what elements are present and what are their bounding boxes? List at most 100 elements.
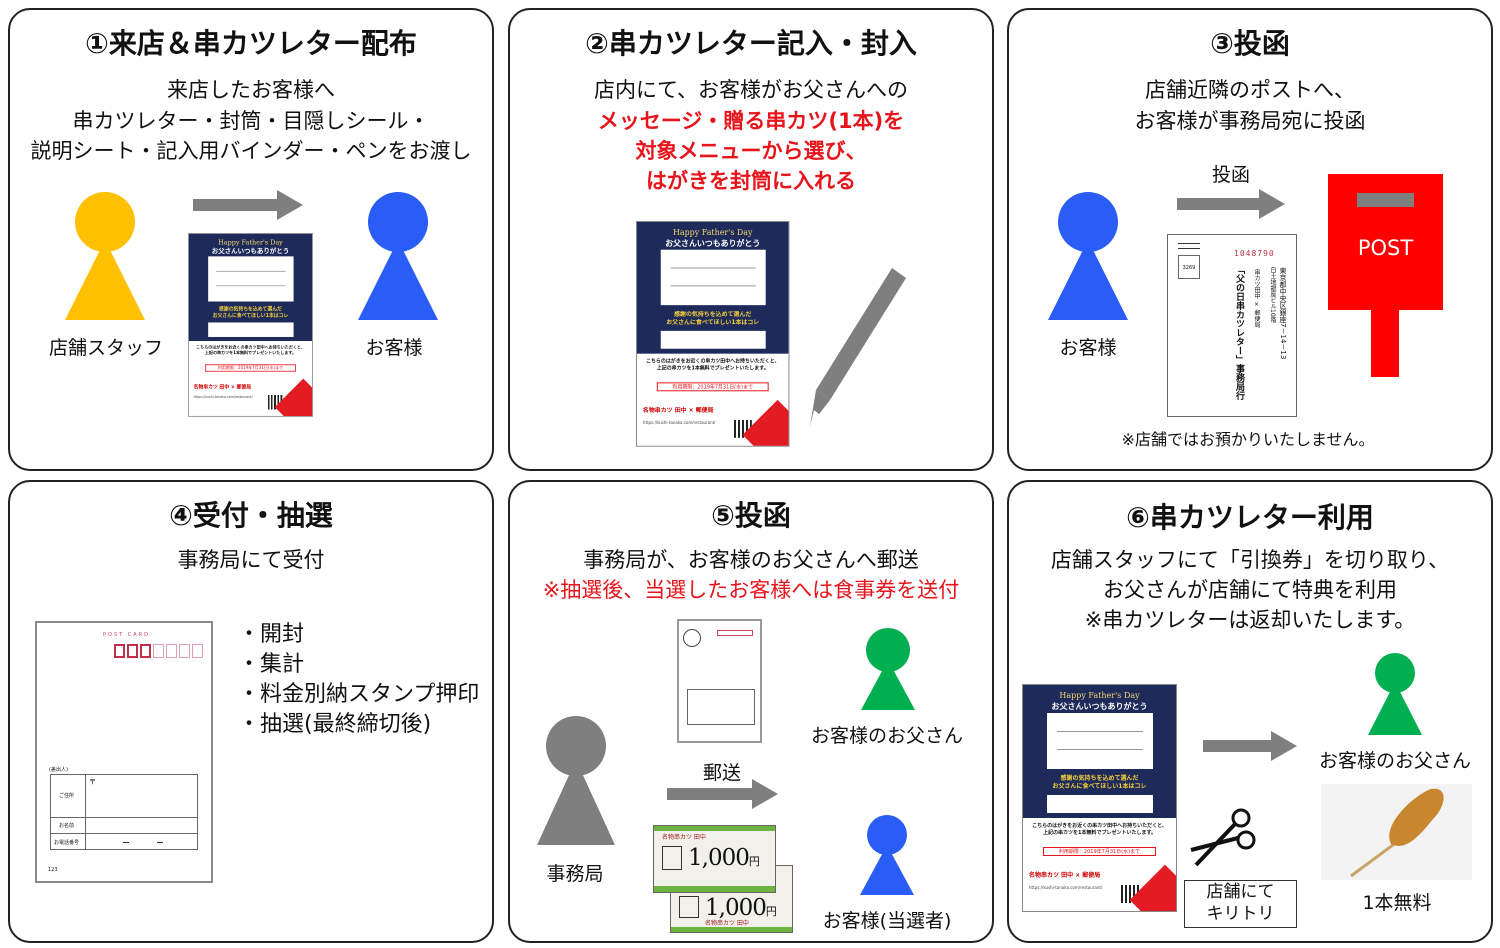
card-logos: 名物串カツ 田中 × 郵便局	[642, 407, 714, 415]
card-description: こちらのはがきをお近くの串カツ田中へお持ちいただくと、上記の串カツを1本無料でプ…	[645, 358, 780, 372]
step5-title: ⑤投函	[711, 499, 791, 532]
step1-title: ①来店＆串カツレター配布	[85, 27, 417, 60]
card-deadline: 利用期限：2019年7月31日(水)まで	[1043, 847, 1156, 856]
name-label: お名前	[59, 823, 75, 829]
card-description: こちらのはがきをお近くの串カツ田中へお持ちいただくと、上記の串カツを1本無料でプ…	[1032, 823, 1167, 836]
zip-box	[127, 644, 138, 658]
card-thanks: お父さんいつもありがとう	[665, 238, 761, 248]
step2-red-text: はがきを封筒に入れる	[646, 169, 856, 193]
step1-text: 串カツレター・封筒・目隠しシール・	[72, 109, 430, 133]
arrow-icon	[1177, 189, 1285, 219]
menu-field	[208, 322, 294, 337]
step1-panel: ①来店＆串カツレター配布 来店したお客様へ 串カツレター・封筒・目隠しシール・ …	[8, 8, 494, 471]
envelope: 3269 1048790 東京都中央区銀座7－14－13 日土地銀座ビル10階 …	[1167, 234, 1297, 417]
step3-note: ※店舗ではお預かりいたしません。	[1121, 430, 1375, 449]
voucher-brand: 名物串カツ 田中	[705, 920, 749, 927]
card-title: Happy Father's Day	[1059, 691, 1140, 700]
step3-text: 店舗近隣のポストへ、	[1145, 78, 1355, 102]
arrow-icon	[193, 190, 303, 220]
postbox-label: POST	[1357, 236, 1414, 260]
step5-red-text: ※抽選後、当選したお客様へは食事券を送付	[542, 578, 960, 602]
step1-text: 来店したお客様へ	[167, 78, 335, 102]
step2-red-text: メッセージ・贈る串カツ(1本)を	[597, 109, 905, 133]
step6-panel: ⑥串カツレター利用 店舗スタッフにて「引換券」を切り取り、 お父さんが店舗にて特…	[1007, 480, 1493, 943]
letter-card: Happy Father's Day お父さんいつもありがとう 感謝の気持ちを込…	[636, 221, 790, 447]
postcard-header: POST CARD	[103, 632, 151, 638]
voucher-amount: 1,000円	[688, 845, 760, 871]
kushikatsu-photo	[1321, 784, 1472, 880]
customer-label: お客様	[365, 337, 423, 359]
phone-label: お電話番号	[54, 840, 80, 846]
card-deadline: 利用期限：2019年7月31日(水)まで	[656, 382, 769, 392]
pen-icon	[810, 268, 906, 426]
person-body	[1368, 682, 1422, 735]
zip-boxes	[114, 644, 203, 658]
zip-box	[179, 644, 190, 658]
zip-box	[114, 644, 125, 658]
message-box	[1047, 713, 1153, 769]
card-prompt: 感謝の気持ちを込めて選んだお父さんに食べてほしい1本はコレ	[666, 311, 760, 326]
menu-field	[1047, 795, 1153, 813]
cut-note-line: キリトリ	[1206, 904, 1275, 924]
zip-box	[192, 644, 203, 658]
zip-box	[140, 644, 151, 658]
mail-arrow-label: 郵送	[702, 762, 742, 784]
cut-note-line: 店舗にて	[1206, 882, 1275, 902]
bullet-item: ・料金別納スタンプ押印	[238, 682, 480, 707]
card-logos: 名物串カツ 田中 × 郵便局	[1029, 872, 1101, 879]
postbox-icon: POST	[1328, 174, 1443, 310]
card-prompt: 感謝の気持ちを込めて選んだお父さんに食べてほしい1本はコレ	[1052, 775, 1147, 790]
free-label: 1本無料	[1362, 892, 1432, 914]
bullet-item: ・抽選(最終締切後)	[238, 712, 432, 737]
recipient: 串カツ田中 × 郵便局	[1253, 269, 1260, 328]
return-postcard: POST CARD (差出人) ご住所 お名前 お電話番号 〒 123	[35, 621, 213, 883]
building: 日土地銀座ビル10階	[1269, 267, 1276, 323]
card-logos: 名物串カツ 田中 × 郵便局	[193, 384, 252, 391]
bullet-item: ・開封	[238, 622, 305, 647]
step1-text: 説明シート・記入用バインダー・ペンをお渡し	[30, 139, 472, 163]
step3-text: お客様が事務局宛に投函	[1134, 109, 1366, 133]
step4-title: ④受付・抽選	[169, 499, 333, 532]
step4-text: 事務局にて受付	[177, 548, 325, 572]
person-body	[358, 240, 438, 320]
postcard-number: 123	[48, 867, 58, 873]
meal-voucher: 名物串カツ 田中 1,000円	[653, 825, 776, 893]
post-arrow-label: 投函	[1211, 164, 1251, 186]
father-label: お客様のお父さん	[810, 725, 964, 747]
step3-panel: ③投函 店舗近隣のポストへ、 お客様が事務局宛に投函	[1007, 8, 1493, 471]
step2-red-text: 対象メニューから選び、	[635, 139, 867, 163]
zip-box	[153, 644, 164, 658]
card-thanks: お父さんいつもありがとう	[1051, 702, 1148, 711]
postbox-stand	[1371, 310, 1399, 377]
recipient-office: 「父の日串カツレター」事務局行	[1234, 265, 1244, 400]
person-body	[537, 760, 615, 845]
card-title: Happy Father's Day	[218, 238, 283, 246]
arrow-icon	[667, 779, 778, 809]
zip-box	[166, 644, 177, 658]
step2-text: 店内にて、お客様がお父さんへの	[594, 78, 908, 102]
message-box	[208, 256, 294, 302]
scissors-icon	[1190, 808, 1256, 867]
staff-label: 店舗スタッフ	[48, 337, 164, 359]
arrow-icon	[1203, 731, 1297, 761]
card-thanks: お父さんいつもありがとう	[211, 247, 290, 255]
step4-bullets: ・開封 ・集計 ・料金別納スタンプ押印 ・抽選(最終締切後)	[238, 620, 479, 740]
postcard-small	[677, 619, 762, 743]
step3-title: ③投函	[1210, 27, 1290, 60]
card-prompt: 感謝の気持ちを込めて選んだお父さんに食べてほしい1本はコレ	[212, 306, 289, 319]
father-label: お客様のお父さん	[1318, 750, 1472, 772]
card-url: https://kushi-tanaka.com/restaurant/	[193, 395, 253, 400]
letter-card: Happy Father's Day お父さんいつもありがとう 感謝の気持ちを込…	[188, 233, 313, 417]
message-box	[660, 249, 766, 306]
person-body	[65, 240, 145, 320]
cut-note-box: 店舗にて キリトリ	[1184, 880, 1297, 928]
step5-text: 事務局が、お客様のお父さんへ郵送	[583, 548, 919, 572]
card-url: https://kushi-tanaka.com/restaurant/	[1029, 885, 1103, 890]
address-label: ご住所	[59, 793, 75, 799]
stamp-box: 3269	[1178, 255, 1200, 279]
customer-label: お客様	[1059, 337, 1117, 359]
winner-label: お客様(当選者)	[822, 910, 952, 932]
step5-panel: ⑤投函 事務局が、お客様のお父さんへ郵送 ※抽選後、当選したお客様へは食事券を送…	[508, 480, 994, 943]
card-deadline: 利用期限：2019年7月31日(水)まで	[204, 364, 297, 372]
card-description: こちらのはがきをお近くの串カツ田中へお持ちいただくと、上記の串カツを1本無料でプ…	[196, 345, 305, 356]
